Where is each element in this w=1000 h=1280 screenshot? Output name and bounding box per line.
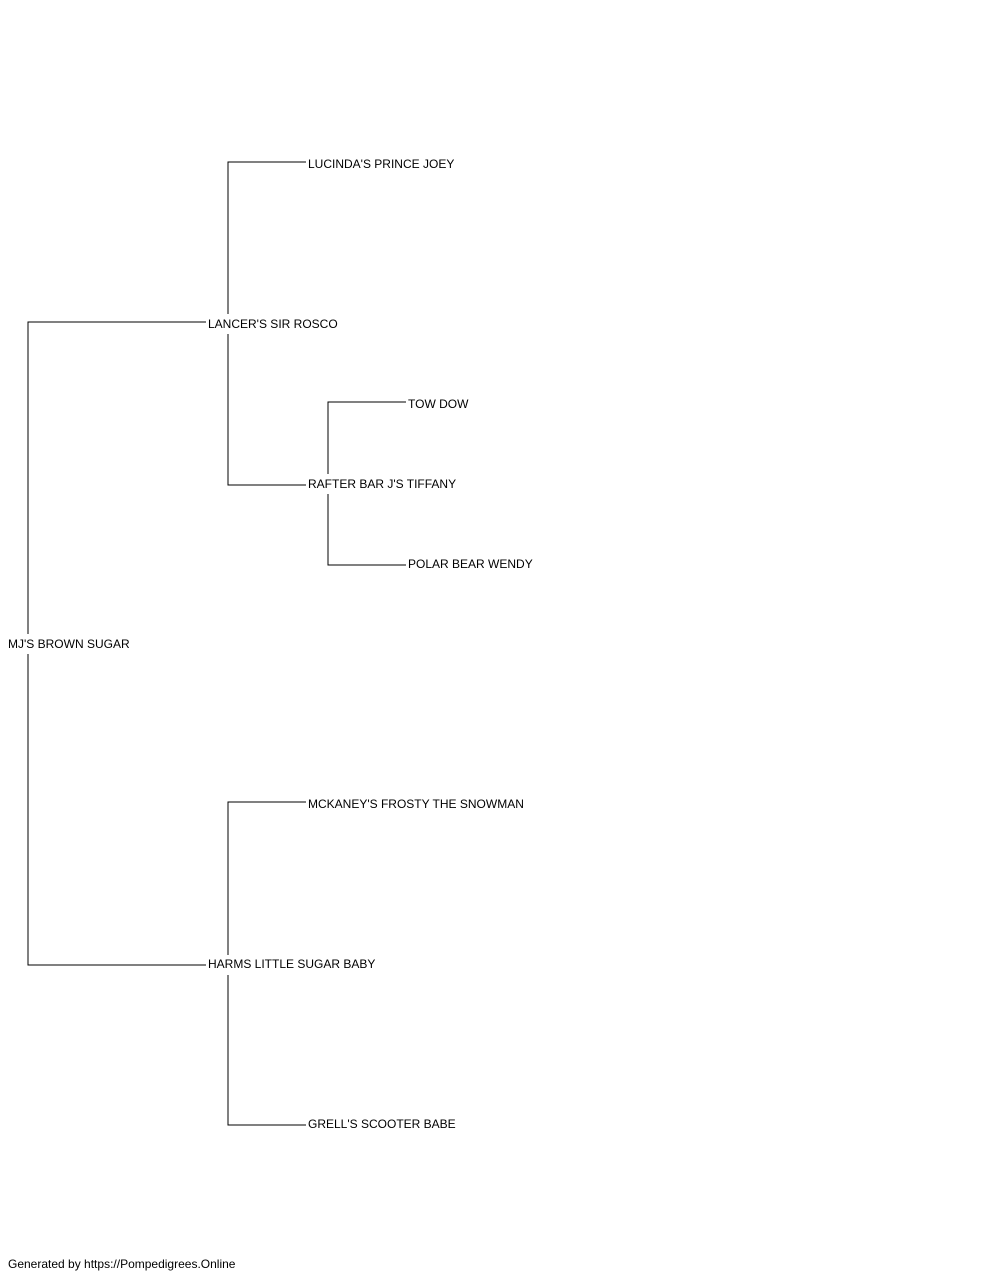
dam-sire-name: MCKANEY'S FROSTY THE SNOWMAN <box>308 797 524 811</box>
connector-subject-sire <box>27 321 206 634</box>
dam-dam-name: GRELL'S SCOOTER BABE <box>308 1117 456 1131</box>
sire-name: LANCER'S SIR ROSCO <box>208 317 338 331</box>
connector-sire-dam-dam <box>327 494 406 566</box>
pedigree-labels: MJ'S BROWN SUGAR LANCER'S SIR ROSCO HARM… <box>8 157 533 1131</box>
connector-subject-dam <box>27 654 206 966</box>
connector-dam-sire <box>227 801 306 955</box>
connector-dam-dam <box>227 975 306 1126</box>
pedigree-connectors <box>27 161 406 1126</box>
dam-name: HARMS LITTLE SUGAR BABY <box>208 957 375 971</box>
connector-sire-sire <box>227 161 306 314</box>
sire-sire-name: LUCINDA'S PRINCE JOEY <box>308 157 454 171</box>
connector-sire-dam <box>227 334 306 486</box>
connector-sire-dam-sire <box>327 401 406 474</box>
sire-dam-sire-name: TOW DOW <box>408 397 469 411</box>
subject-name: MJ'S BROWN SUGAR <box>8 637 130 651</box>
sire-dam-name: RAFTER BAR J'S TIFFANY <box>308 477 456 491</box>
sire-dam-dam-name: POLAR BEAR WENDY <box>408 557 533 571</box>
footer-credit: Generated by https://Pompedigrees.Online <box>8 1257 236 1271</box>
